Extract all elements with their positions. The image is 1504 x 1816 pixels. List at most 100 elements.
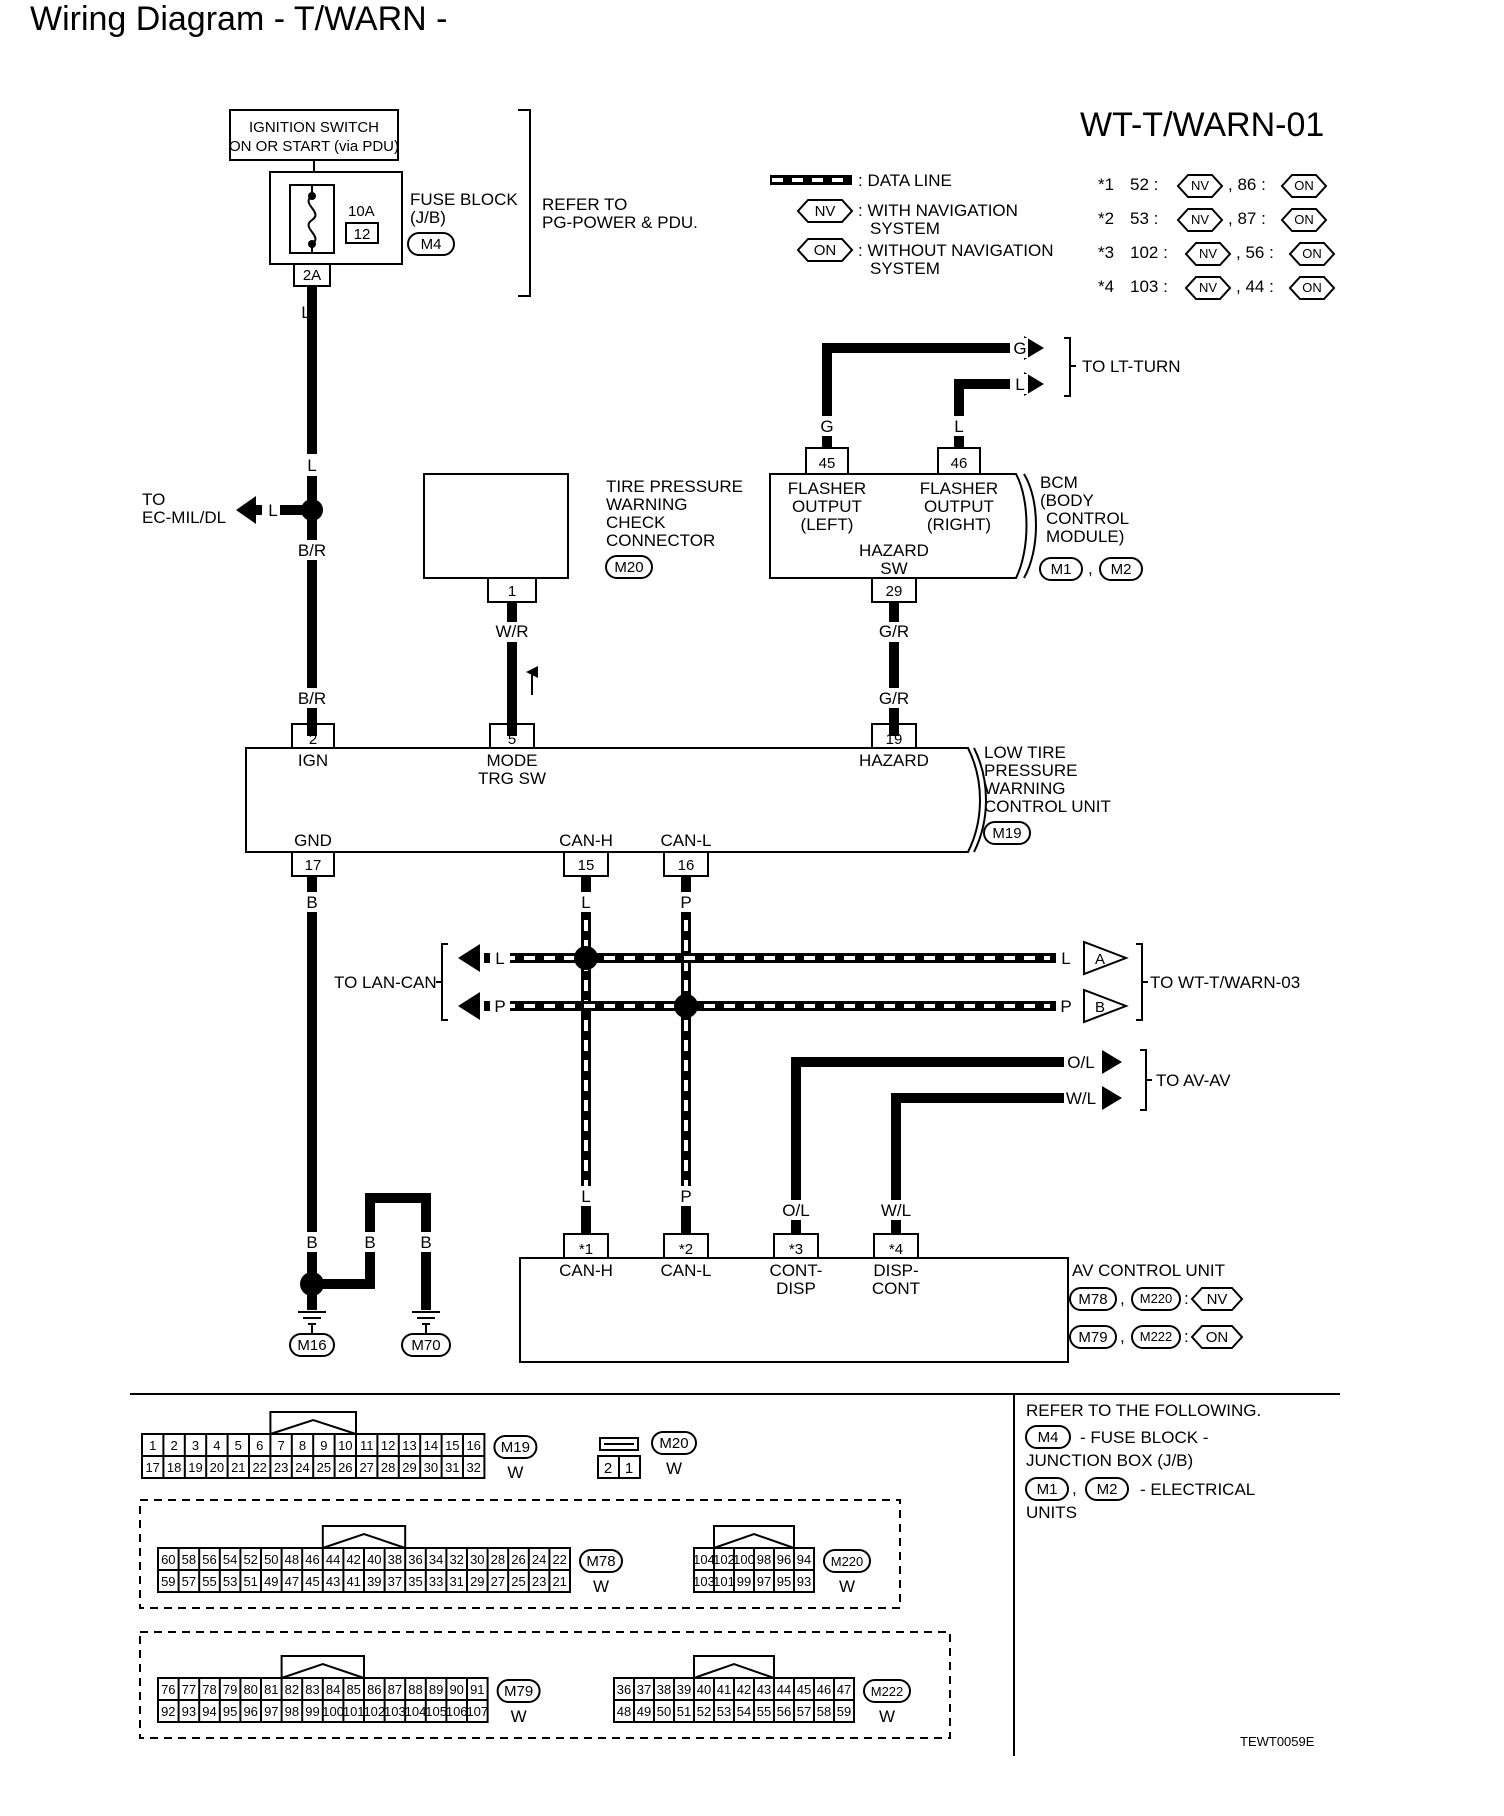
pin-42: 42	[737, 1682, 751, 1697]
pin-93: 93	[182, 1704, 196, 1719]
pin-95: 95	[223, 1704, 237, 1719]
bcm-connector-m1: M1	[1051, 561, 1072, 578]
pin-27: 27	[491, 1574, 505, 1589]
refer-sep: ,	[1072, 1479, 1077, 1498]
ltwcu-hazard: HAZARD	[859, 751, 929, 770]
av-cont-disp-1: CONT-	[770, 1261, 823, 1280]
footnote-on-text: ON	[1302, 280, 1322, 295]
legend-data-line: : DATA LINE	[858, 171, 952, 190]
pin-31: 31	[449, 1574, 463, 1589]
pin-41: 41	[717, 1682, 731, 1697]
footnote-nv-symbol	[1176, 208, 1224, 232]
refer-m12-text-1: - ELECTRICAL	[1140, 1480, 1255, 1499]
pin-48: 48	[285, 1552, 299, 1567]
av-pin-1: *1	[579, 1241, 593, 1258]
footnote-mark: *4	[1098, 277, 1114, 296]
pin-36: 36	[617, 1682, 631, 1697]
pin-86: 86	[367, 1682, 381, 1697]
ground-label-m70: M70	[411, 1337, 440, 1354]
refer-m4-text-1: - FUSE BLOCK -	[1080, 1428, 1208, 1447]
refer-following-title: REFER TO THE FOLLOWING.	[1026, 1401, 1261, 1420]
av-pin-3: *3	[789, 1241, 803, 1258]
ground-m16: M16	[289, 1311, 335, 1357]
to-av-av: TO AV-AV	[1156, 1071, 1231, 1090]
bcm-hazard-2: SW	[880, 559, 907, 578]
footnote-nv-symbol	[1184, 242, 1232, 266]
pin-19: 19	[188, 1460, 202, 1475]
pin-106: 106	[446, 1704, 468, 1719]
to-lan-can: TO LAN-CAN	[334, 973, 437, 992]
pin-57: 57	[182, 1574, 196, 1589]
to-ecmil-1: TO	[142, 490, 165, 509]
pin-20: 20	[210, 1460, 224, 1475]
pin-3: 3	[192, 1438, 199, 1453]
pin-85: 85	[346, 1682, 360, 1697]
pin-87: 87	[388, 1682, 402, 1697]
pin-55: 55	[202, 1574, 216, 1589]
lan-wire-p-left: P	[494, 997, 505, 1016]
pin-100: 100	[322, 1704, 344, 1719]
connector-name: M220	[831, 1554, 864, 1569]
pin-45: 45	[797, 1682, 811, 1697]
wire-color-ol: O/L	[782, 1201, 809, 1220]
pin-32: 32	[466, 1460, 480, 1475]
bcm-name-2: (BODY	[1040, 491, 1094, 510]
footnote-on-symbol	[1288, 276, 1336, 300]
av-name: AV CONTROL UNIT	[1072, 1261, 1225, 1280]
pin-101: 101	[343, 1704, 365, 1719]
pin-84: 84	[326, 1682, 340, 1697]
avav-wire-ol: O/L	[1067, 1053, 1094, 1072]
canl-wire-p-top: P	[680, 893, 691, 912]
pin-76: 76	[161, 1682, 175, 1697]
wire-color-l-bcm: L	[954, 417, 963, 436]
footnote-on-pin: , 86 :	[1228, 175, 1266, 194]
ltwcu-pin-5: 5	[508, 731, 516, 748]
wire-color-wr: W/R	[495, 622, 528, 641]
refer-pg-1: REFER TO	[542, 195, 627, 214]
footnote-nv-symbol	[1176, 174, 1224, 198]
pin-58: 58	[182, 1552, 196, 1567]
ltwcu-name-4: CONTROL UNIT	[984, 797, 1111, 816]
avav-wire-wl: W/L	[1066, 1089, 1096, 1108]
pin-82: 82	[285, 1682, 299, 1697]
wire-color-br-2: B/R	[298, 689, 326, 708]
pin-88: 88	[408, 1682, 422, 1697]
bcm-right-3: (RIGHT)	[927, 515, 991, 534]
lan-wire-p-right: P	[1060, 997, 1071, 1016]
pin-10: 10	[338, 1438, 352, 1453]
connector-badge	[493, 1435, 538, 1459]
pin-51: 51	[243, 1574, 257, 1589]
pin-4: 4	[213, 1438, 220, 1453]
pin-24: 24	[532, 1552, 546, 1567]
pin-1: 1	[625, 1460, 633, 1477]
pin-38: 38	[657, 1682, 671, 1697]
bcm-pin-45: 45	[819, 455, 836, 472]
pin-54: 54	[737, 1704, 751, 1719]
low-tire-pressure-warning-control-unit: 2 5 19 IGN MODE TRG SW HAZARD GND CAN-H …	[245, 723, 1111, 877]
av-canh: CAN-H	[559, 1261, 613, 1280]
ltwcu-pin-2: 2	[309, 731, 317, 748]
pin-97: 97	[264, 1704, 278, 1719]
bcm-right-1: FLASHER	[920, 479, 998, 498]
ltwcu-name-2: PRESSURE	[984, 761, 1078, 780]
connector-color: W	[593, 1577, 609, 1596]
footnote-nv-text: NV	[1199, 246, 1217, 261]
pin-59: 59	[161, 1574, 175, 1589]
bcm-name-1: BCM	[1040, 473, 1078, 492]
pin-78: 78	[202, 1682, 216, 1697]
refer-m12-text-2: UNITS	[1026, 1503, 1077, 1522]
connector-color: W	[839, 1577, 855, 1596]
pin-49: 49	[264, 1574, 278, 1589]
diagram-code: WT-T/WARN-01	[1080, 106, 1325, 144]
pin-18: 18	[167, 1460, 181, 1475]
pin-91: 91	[470, 1682, 484, 1697]
bcm-left-2: OUTPUT	[792, 497, 862, 516]
pin-94: 94	[797, 1552, 811, 1567]
wire-color-l-1: L	[301, 303, 310, 322]
